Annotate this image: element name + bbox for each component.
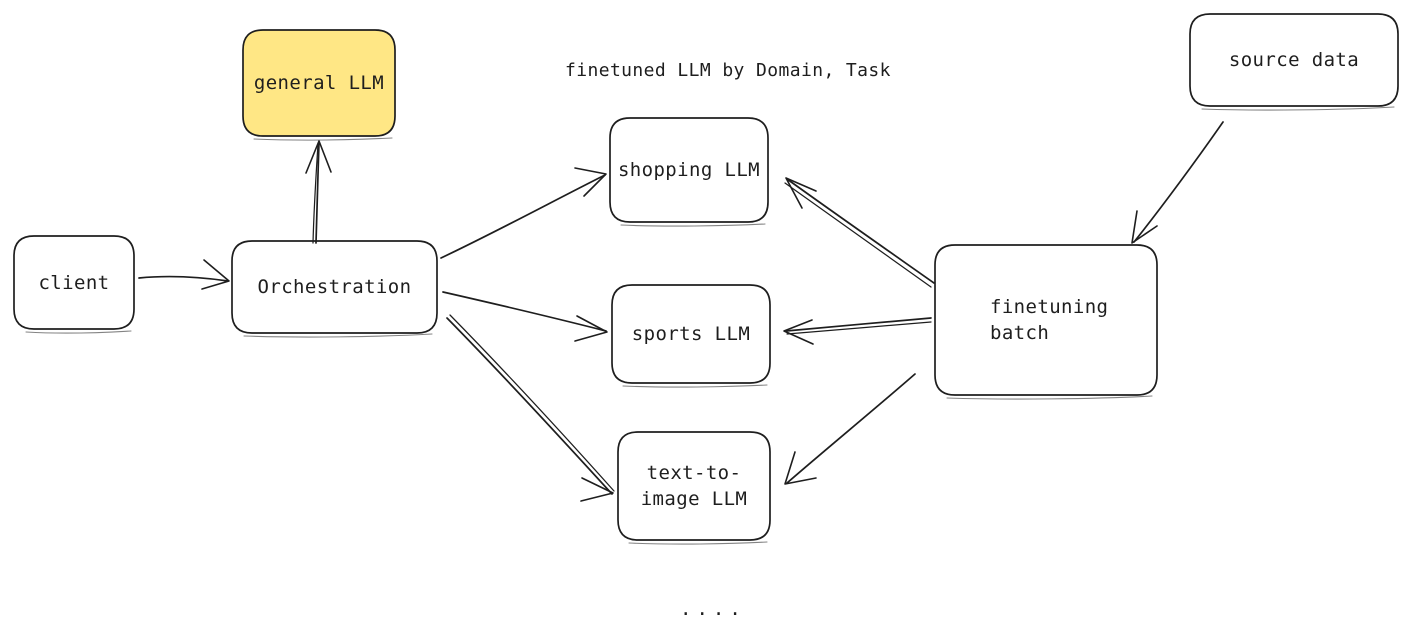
edge-orchestration-to-sports-llm-arrowhead: [574, 315, 608, 342]
node-orchestration-outline: [231, 240, 438, 334]
edge-orchestration-to-general-llm-line2: [312, 143, 319, 244]
node-source-data-shadow: [1201, 106, 1395, 111]
node-general-llm-shadow: [253, 137, 393, 141]
ellipsis-text: ....: [680, 598, 746, 620]
node-text-to-image-llm-shadow: [628, 541, 768, 545]
edge-finetuning-batch-to-shopping-llm-arrowhead: [785, 177, 817, 209]
edge-finetuning-batch-to-sports-llm-line2: [786, 321, 932, 335]
edge-orchestration-to-text-to-image-llm: [446, 314, 615, 502]
node-shopping-llm-outline: [609, 117, 769, 223]
node-text-to-image-llm-outline: [617, 431, 771, 541]
node-client-outline: [13, 235, 135, 330]
edge-client-to-orchestration: [138, 259, 230, 290]
edge-finetuning-batch-to-shopping-llm: [784, 177, 935, 288]
node-sports-llm[interactable]: [611, 284, 771, 388]
node-general-llm[interactable]: [242, 29, 396, 141]
edge-orchestration-to-sports-llm-line: [442, 291, 607, 332]
node-shopping-llm-shadow: [620, 223, 766, 227]
edge-finetuning-batch-to-text-to-image-llm-arrowhead: [784, 451, 817, 485]
edge-orchestration-to-text-to-image-llm-arrowhead: [580, 477, 614, 502]
node-sports-llm-shadow: [622, 384, 768, 388]
edge-orchestration-to-general-llm-arrowhead: [305, 140, 332, 174]
edge-finetuning-batch-to-sports-llm-line: [785, 317, 932, 332]
node-orchestration-shadow: [243, 333, 433, 338]
edge-orchestration-to-shopping-llm-line: [440, 174, 606, 259]
node-text-to-image-llm[interactable]: [617, 431, 771, 545]
edge-finetuning-batch-to-text-to-image-llm-line: [786, 373, 916, 484]
edge-finetuning-batch-to-text-to-image-llm: [784, 373, 916, 485]
edge-orchestration-to-sports-llm: [442, 291, 608, 342]
node-finetuning-batch[interactable]: [934, 244, 1158, 400]
edge-source-data-to-finetuning-batch: [1131, 121, 1224, 244]
edge-source-data-to-finetuning-batch-arrowhead: [1131, 210, 1158, 244]
edge-orchestration-to-general-llm: [305, 140, 332, 244]
edge-finetuning-batch-to-shopping-llm-line2: [784, 182, 932, 288]
edge-finetuning-batch-to-sports-llm: [783, 317, 932, 345]
node-client[interactable]: [13, 235, 135, 334]
edge-orchestration-to-general-llm-line: [315, 141, 320, 244]
node-source-data-outline: [1189, 13, 1399, 107]
edge-source-data-to-finetuning-batch-line: [1133, 121, 1224, 243]
edge-client-to-orchestration-arrowhead: [201, 259, 230, 290]
node-client-shadow: [25, 330, 132, 334]
edge-orchestration-to-shopping-llm: [440, 167, 607, 259]
node-finetuning-batch-outline: [934, 244, 1158, 396]
node-finetuning-batch-shadow: [946, 395, 1153, 400]
edge-orchestration-to-text-to-image-llm-line2: [449, 314, 615, 492]
edge-client-to-orchestration-line: [138, 275, 229, 282]
diagram-title: finetuned LLM by Domain, Task: [565, 60, 891, 81]
edge-finetuning-batch-to-sports-llm-arrowhead: [783, 319, 814, 345]
edge-orchestration-to-text-to-image-llm-line: [446, 317, 613, 495]
node-source-data[interactable]: [1189, 13, 1399, 111]
node-general-llm-outline: [242, 29, 396, 137]
edge-finetuning-batch-to-shopping-llm-line: [786, 178, 935, 284]
edge-orchestration-to-shopping-llm-arrowhead: [574, 167, 607, 197]
node-shopping-llm[interactable]: [609, 117, 769, 227]
node-sports-llm-outline: [611, 284, 771, 384]
node-orchestration[interactable]: [231, 240, 438, 338]
